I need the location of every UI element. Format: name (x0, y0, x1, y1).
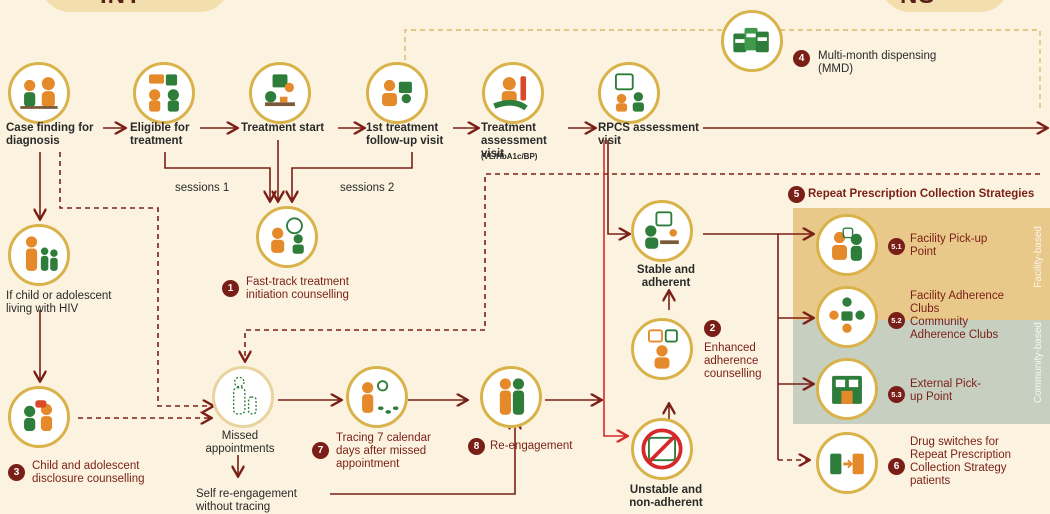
banner-left-text: INT (100, 0, 142, 9)
badge-5: 5 (788, 186, 805, 203)
badge-5-3: 5.3 (888, 386, 905, 403)
drug-switch-label: Drug switches for Repeat Prescription Co… (910, 436, 1011, 487)
badge-5-2: 5.2 (888, 312, 905, 329)
first-followup-label: 1st treatment follow-up visit (366, 122, 444, 147)
rpcs-title: Repeat Prescription Collection Strategie… (808, 188, 1035, 200)
facility-pickup-icon (816, 214, 878, 276)
reengagement-icon (480, 366, 542, 428)
rpcs-label: RPCS assessment visit (598, 122, 699, 147)
followup-icon (366, 62, 428, 124)
badge-4: 4 (793, 50, 810, 67)
fast-track-icon (256, 206, 318, 268)
tracing-label: Tracing 7 calendar days after missed app… (336, 432, 431, 470)
treatment-start-icon (249, 62, 311, 124)
eligible-label: Eligible for treatment (130, 122, 190, 147)
child-hiv-label: If child or adolescent living with HIV (6, 290, 112, 315)
eligible-icon (133, 62, 195, 124)
self-reengage-label: Self re-engagement without tracing (196, 488, 298, 513)
fast-track-label: Fast-track treatment initiation counsell… (246, 276, 349, 301)
badge-2: 2 (704, 320, 721, 337)
badge-3: 3 (8, 464, 25, 481)
mmd-label: Multi-month dispensing (MMD) (818, 50, 937, 75)
badge-5-1: 5.1 (888, 238, 905, 255)
disclosure-label: Child and adolescent disclosure counsell… (32, 460, 145, 485)
sessions-2-label: sessions 2 (340, 182, 395, 194)
tracing-icon (346, 366, 408, 428)
enhanced-icon (631, 318, 693, 380)
mmd-icon (721, 10, 783, 72)
stable-icon (631, 200, 693, 262)
external-pickup-icon (816, 358, 878, 420)
external-label: External Pick-up Point (910, 378, 981, 403)
badge-1: 1 (222, 280, 239, 297)
enhanced-label: Enhanced adherence counselling (704, 342, 762, 380)
badge-8: 8 (468, 438, 485, 455)
case-finding-icon (8, 62, 70, 124)
missed-label: Missed appointments (205, 430, 275, 455)
reengagement-label: Re-engagement (490, 440, 573, 452)
assessment-icon (482, 62, 544, 124)
unstable-icon (631, 418, 693, 480)
facility-clubs-icon (816, 286, 878, 348)
assessment-label: Treatment assessment visit (481, 122, 547, 160)
stable-label: Stable and adherent (636, 264, 696, 289)
badge-6: 6 (888, 458, 905, 475)
facility-pickup-label: Facility Pick-up Point (910, 233, 988, 258)
sessions-1-label: sessions 1 (175, 182, 230, 194)
disclosure-icon (8, 386, 70, 448)
title-banner-right: NS (880, 0, 1010, 12)
missed-icon (212, 366, 274, 428)
title-banner-left: INT (40, 0, 230, 12)
banner-right-text: NS (900, 0, 935, 9)
case-finding-label: Case finding for diagnosis (6, 122, 94, 147)
badge-7: 7 (312, 442, 329, 459)
child-hiv-icon (8, 224, 70, 286)
treatment-start-label: Treatment start (241, 122, 325, 134)
unstable-label: Unstable and non-adherent (629, 484, 703, 509)
rpcs-icon (598, 62, 660, 124)
assessment-sub-label: (VL/HbA1c/BP) (481, 152, 538, 161)
community-clubs-label: Community Adherence Clubs (910, 316, 999, 341)
facility-clubs-label: Facility Adherence Clubs (910, 290, 1004, 315)
drug-switch-icon (816, 432, 878, 494)
